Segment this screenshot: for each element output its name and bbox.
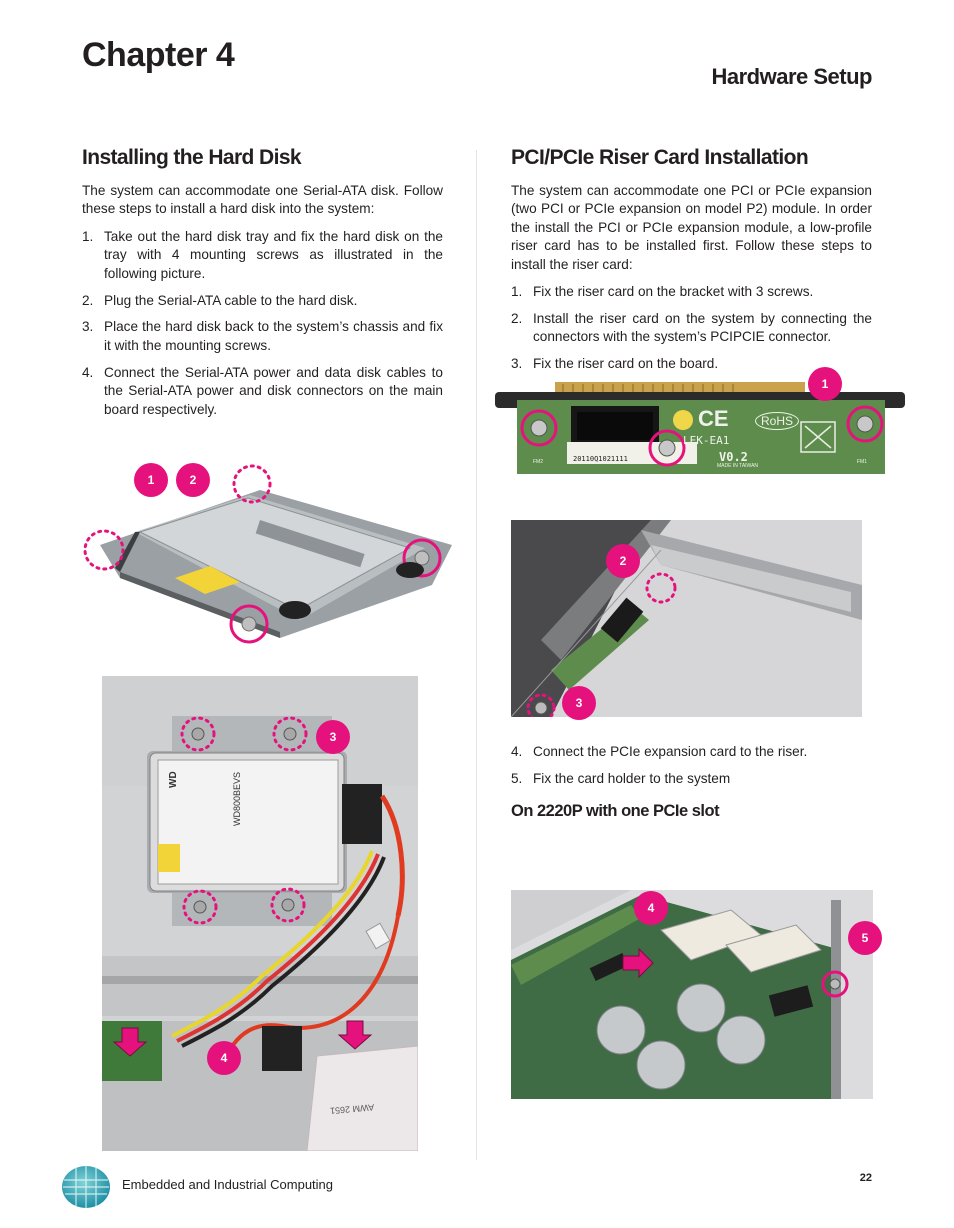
hdd-chassis-photo: WD WD800BEVS AWM 2651 (102, 676, 418, 1151)
riser-installed-photo (511, 520, 862, 717)
riser-card-illustration (495, 382, 905, 474)
model-subtitle: On 2220P with one PCIe slot (511, 802, 720, 821)
list-item: 4.Connect the Serial-ATA power and data … (82, 364, 443, 417)
riser-serial-label: 20110Q1021111 (573, 455, 628, 463)
list-item: 1.Take out the hard disk tray and fix th… (82, 228, 443, 281)
column-divider (476, 150, 477, 1160)
list-item: 3.Place the hard disk back to the system… (82, 319, 443, 353)
hdd-brand-label: WD (168, 771, 179, 788)
list-item: 1.Fix the riser card on the bracket with… (511, 284, 814, 300)
ce-mark: CE (698, 406, 729, 431)
riser-fm1-label: FM1 (857, 459, 867, 465)
riser-made-label: MADE IN TAIWAN (717, 463, 759, 469)
riser-steps-2: 4.Connect the PCIe expansion card to the… (511, 743, 872, 788)
step-badge-2: 2 (606, 544, 640, 578)
pcie-card-illustration (511, 890, 873, 1099)
step-badge-1: 1 (134, 463, 168, 497)
list-item: 2.Plug the Serial-ATA cable to the hard … (82, 292, 358, 308)
riser-fm2-label: FM2 (533, 459, 543, 465)
step-badge-2: 2 (176, 463, 210, 497)
left-column: Installing the Hard Disk The system can … (82, 146, 443, 427)
hdd-model-label: WD800BEVS (232, 771, 242, 826)
riser-version-label: V0.2 (719, 450, 748, 464)
hdd-tray-photo (80, 460, 452, 660)
step-badge-3: 3 (562, 686, 596, 720)
list-item: 4.Connect the PCIe expansion card to the… (511, 744, 808, 759)
step-badge-1: 1 (808, 367, 842, 401)
page-number: 22 (859, 1172, 872, 1184)
chapter-title: Chapter 4 (82, 36, 235, 74)
hdd-steps: 1.Take out the hard disk tray and fix th… (82, 228, 443, 419)
riser-steps-continued: 4.Connect the PCIe expansion card to the… (511, 743, 872, 821)
step-badge-3: 3 (316, 720, 350, 754)
pcie-card-photo (511, 890, 873, 1099)
riser-section-title: PCI/PCIe Riser Card Installation (511, 146, 809, 169)
riser-intro: The system can accommodate one PCI or PC… (511, 183, 872, 272)
riser-model-label: LEK-EA1 (683, 434, 730, 447)
list-item: 5.Fix the card holder to the system (511, 770, 731, 786)
footer-company: Embedded and Industrial Computing (122, 1177, 334, 1192)
riser-steps: 1.Fix the riser card on the bracket with… (511, 283, 872, 374)
hdd-tray-illustration (83, 464, 452, 644)
right-column: PCI/PCIe Riser Card Installation The sys… (511, 146, 872, 382)
step-badge-4: 4 (207, 1041, 241, 1075)
hdd-intro: The system can accommodate one Serial-AT… (82, 183, 443, 217)
hdd-chassis-illustration (102, 676, 418, 1151)
step-badge-5: 5 (848, 921, 882, 955)
riser-installed-illustration (511, 520, 862, 717)
section-header: Hardware Setup (711, 64, 873, 89)
hdd-section-title: Installing the Hard Disk (82, 146, 302, 169)
company-logo-icon (62, 1166, 110, 1208)
step-badge-4: 4 (634, 891, 668, 925)
rohs-mark: RoHS (755, 412, 800, 430)
riser-card-photo: CE RoHS LEK-EA1 V0.2 20110Q1021111 MADE … (493, 382, 909, 478)
list-item: 3.Fix the riser card on the board. (511, 356, 719, 372)
list-item: 2.Install the riser card on the system b… (511, 310, 872, 345)
